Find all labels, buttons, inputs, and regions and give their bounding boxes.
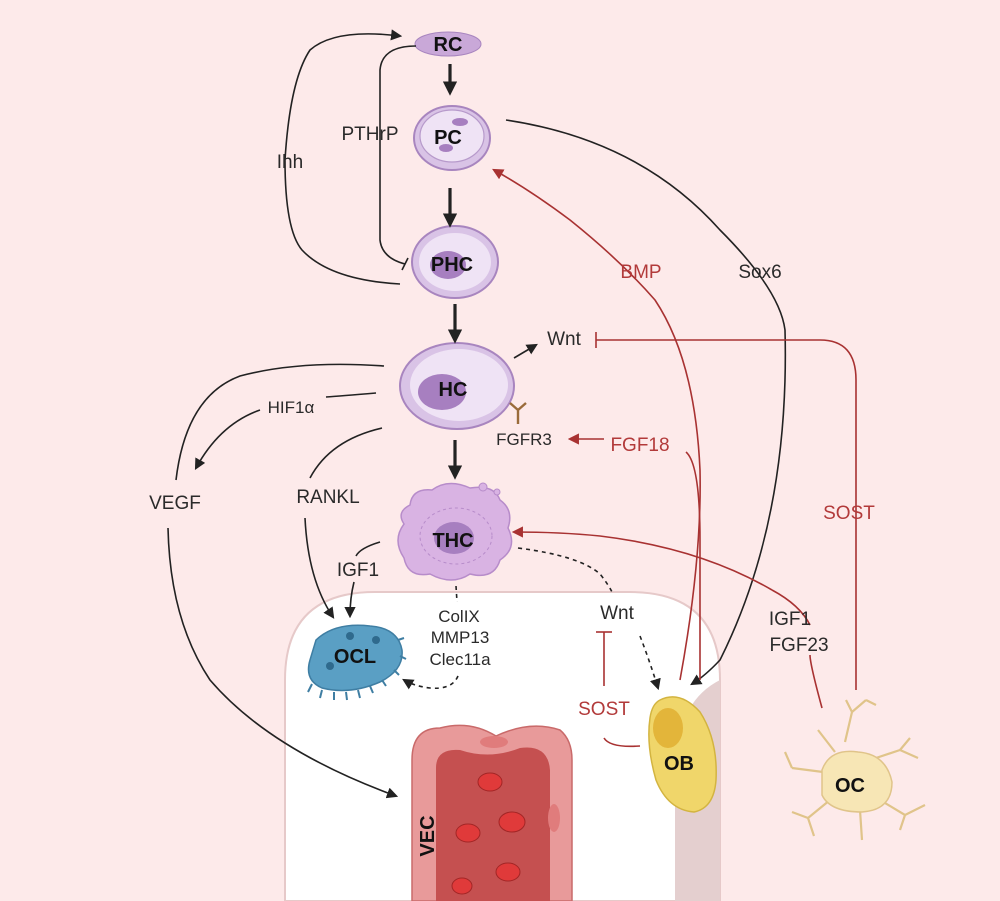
mmp13-to-ocl-dashed (402, 675, 459, 690)
mmp13-label: MMP13 (431, 628, 490, 647)
rankl-line (309, 427, 383, 479)
oc-cell: OC (783, 699, 926, 841)
rankl-label: RANKL (296, 487, 359, 508)
hc-to-vegf-line (175, 363, 385, 481)
rc-cell: RC (414, 31, 482, 57)
ocl-label: OCL (334, 646, 376, 668)
pc-cell: PC (413, 105, 491, 171)
igf1-thc-label: IGF1 (337, 560, 379, 581)
pthrp-label: PTHrP (342, 124, 399, 145)
thc-cell: THC (397, 482, 513, 581)
igf1-oc-label: IGF1 (769, 609, 811, 630)
hc-label: HC (439, 379, 468, 401)
sox6-arrow (505, 119, 787, 686)
thc-label: THC (432, 530, 473, 552)
sox6-label: Sox6 (738, 262, 781, 283)
igf1-thc-arrow (344, 581, 356, 619)
thc-secretion-dashed (455, 585, 458, 603)
hif1a-label: HIF1α (268, 398, 315, 417)
fgfr3-receptor-icon (509, 402, 527, 424)
rc-label: RC (434, 34, 463, 56)
wnt-ob-label: Wnt (600, 603, 635, 624)
bmp-label: BMP (620, 262, 661, 283)
ihh-arrow (284, 29, 403, 285)
wnt-to-ob-dashed (639, 635, 661, 691)
ob-cell: OB (648, 696, 717, 813)
igf1-thc-line (355, 541, 381, 557)
phc-cell: PHC (411, 225, 499, 299)
hc-cell: HC (399, 342, 527, 430)
hif1a-arrow (196, 392, 377, 468)
ob-label: OB (664, 753, 694, 775)
vegf-label: VEGF (149, 493, 201, 514)
pc-label: PC (434, 127, 462, 149)
sost-ob-label: SOST (578, 699, 630, 720)
pthrp-inhibition-line (379, 45, 417, 265)
differentiation-arrows (442, 64, 463, 480)
fgf18-arrow (570, 439, 701, 680)
collx-label: ColIX (438, 607, 480, 626)
ocl-cell: OCL (307, 624, 407, 701)
fgf23-label: FGF23 (769, 635, 828, 656)
sost-oc-inhibition-line (596, 339, 857, 690)
sost-ob-inhibition-line (603, 632, 641, 748)
sost-oc-label: SOST (823, 503, 875, 524)
igf1-fgf23-arrow (514, 532, 823, 709)
wnt-hc-label: Wnt (547, 329, 582, 350)
phc-label: PHC (431, 254, 473, 276)
bmp-arrow (492, 168, 701, 681)
fgf18-label: FGF18 (610, 435, 669, 456)
vegf-to-vec-arrow (167, 527, 399, 799)
hc-to-wnt-arrow (513, 343, 538, 359)
vec-label: VEC (417, 815, 439, 856)
vec-vessel: VEC (411, 724, 573, 901)
fgfr3-label: FGFR3 (496, 430, 552, 449)
rankl-arrow (304, 517, 335, 619)
thc-wnt-dashed (517, 547, 613, 593)
oc-label: OC (835, 775, 865, 797)
ihh-label: Ihh (277, 152, 303, 173)
clec11a-label: Clec11a (429, 650, 491, 669)
